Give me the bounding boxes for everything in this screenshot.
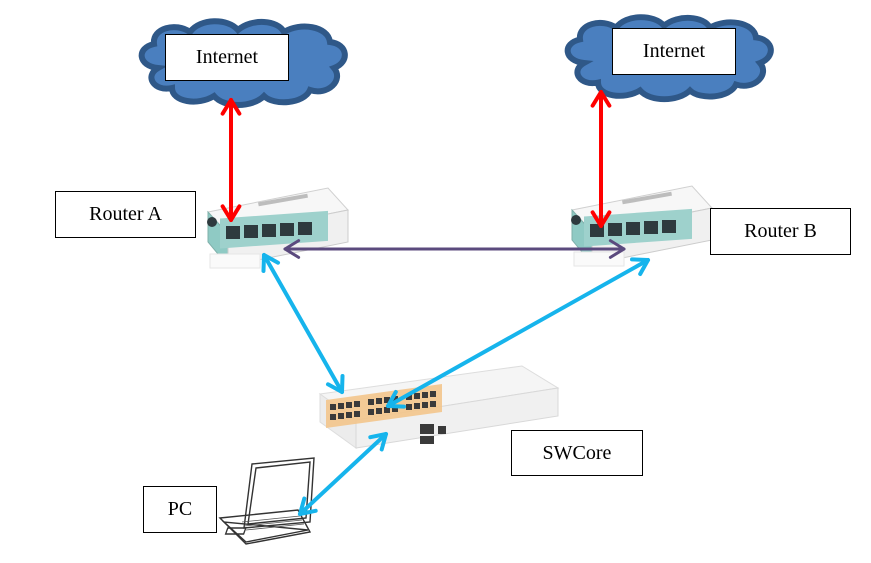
switch-port [414, 403, 420, 409]
switch-port [354, 401, 360, 407]
switch-port [392, 406, 398, 412]
swcore-label: SWCore [511, 430, 643, 476]
arrow-head [590, 90, 612, 108]
arrow-head [386, 390, 406, 409]
link-router_a-swcore [261, 253, 345, 394]
swcore-device [318, 365, 560, 449]
switch-port [430, 401, 436, 407]
arrow-head [220, 204, 242, 222]
switch-port [368, 399, 374, 405]
switch-port [406, 404, 412, 410]
arrow-head [261, 253, 281, 273]
internet-b-label: Internet [612, 28, 736, 75]
router-b-label: Router B [710, 208, 851, 255]
switch-port [406, 394, 412, 400]
router-a-device [207, 187, 349, 269]
arrow-head [608, 239, 626, 259]
switch-port [422, 392, 428, 398]
switch-port [368, 409, 374, 415]
switch-port [376, 398, 382, 404]
switch-port [392, 396, 398, 402]
switch-port [414, 393, 420, 399]
switch-port [330, 414, 336, 420]
router-b-device [571, 185, 713, 267]
arrow-head [298, 496, 318, 516]
switch-port [338, 413, 344, 419]
link-line [298, 432, 388, 516]
switch-port [330, 404, 336, 410]
switch-port [346, 402, 352, 408]
links [220, 90, 650, 516]
link-pc-swcore [298, 432, 388, 516]
switch-port [338, 403, 344, 409]
link-line [386, 258, 650, 408]
pc-laptop [218, 457, 315, 545]
switch-port [354, 411, 360, 417]
link-router_b-swcore [386, 257, 650, 409]
switch-port [430, 391, 436, 397]
internet-a-label: Internet [165, 34, 289, 81]
switch-port [384, 407, 390, 413]
arrow-head [325, 374, 345, 394]
router-a-label: Router A [55, 191, 196, 238]
switch-port [384, 397, 390, 403]
arrow-head [283, 239, 301, 259]
pc-label: PC [143, 486, 217, 533]
switch-port [346, 412, 352, 418]
arrow-head [630, 257, 650, 276]
link-line [262, 253, 344, 394]
link-internet_b-router_b [590, 90, 612, 228]
switch-port [376, 408, 382, 414]
switch-port [422, 402, 428, 408]
arrow-head [368, 432, 388, 452]
link-router_a-router_b [283, 239, 626, 259]
arrow-head [220, 98, 242, 116]
link-internet_a-router_a [220, 98, 242, 222]
arrow-head [590, 210, 612, 228]
